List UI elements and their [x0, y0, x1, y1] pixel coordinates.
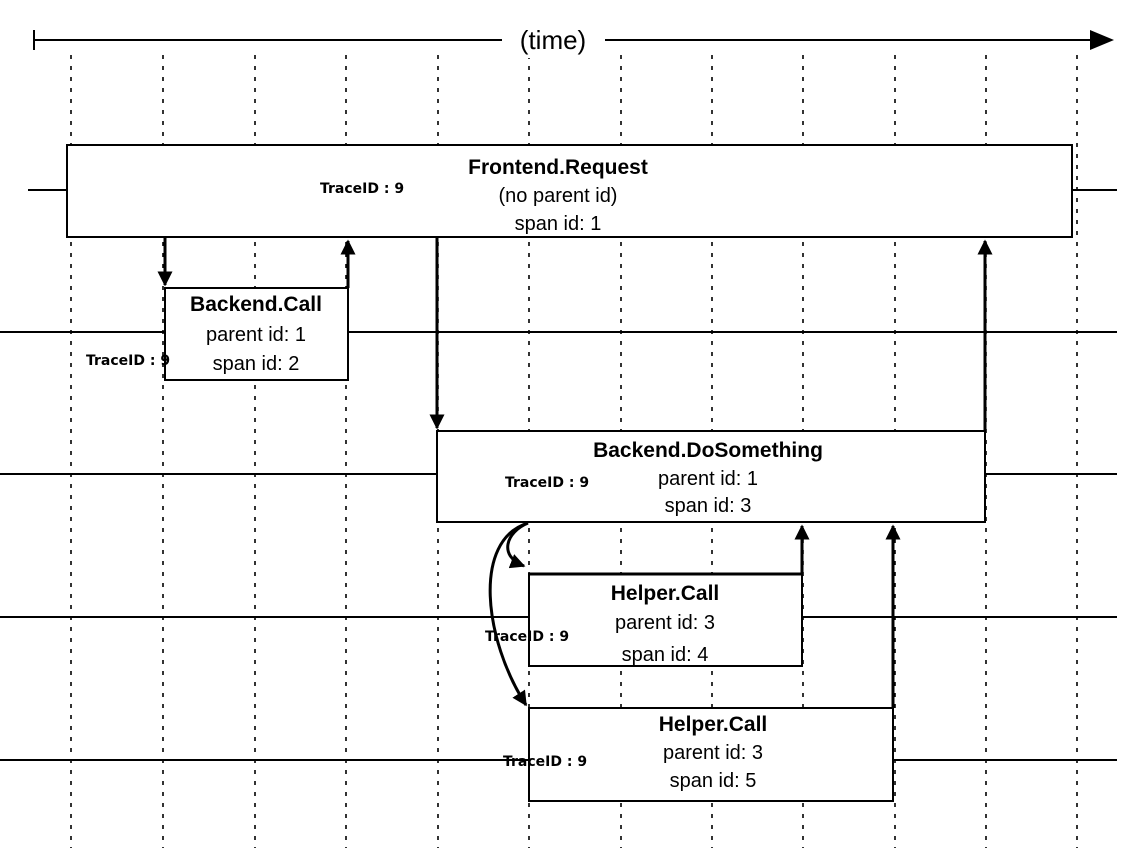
span-span-id: span id: 4 — [622, 644, 709, 666]
span-parent-id: (no parent id) — [499, 185, 618, 207]
span-helper-call-5: Helper.Call parent id: 3 span id: 5 Trac… — [503, 707, 894, 802]
span-trace-id: TraceID : 9 — [320, 181, 404, 197]
span-helper-call-4: Helper.Call parent id: 3 span id: 4 Trac… — [485, 573, 803, 667]
span-name: Backend.DoSomething — [593, 439, 823, 462]
span-name: Helper.Call — [659, 713, 768, 736]
span-span-id: span id: 5 — [670, 770, 757, 792]
span-box — [164, 287, 349, 381]
span-name: Backend.Call — [190, 293, 322, 316]
span-box — [436, 430, 986, 523]
span-parent-id: parent id: 3 — [615, 612, 715, 634]
span-trace-id: TraceID : 9 — [503, 754, 587, 770]
span-span-id: span id: 1 — [515, 213, 602, 235]
call-arrow-dosomething-to-helper-4 — [506, 521, 529, 569]
span-frontend-request: Frontend.Request (no parent id) span id:… — [66, 144, 1073, 238]
span-trace-id: TraceID : 9 — [485, 629, 569, 645]
time-axis-label: (time) — [520, 25, 586, 55]
span-trace-id: TraceID : 9 — [86, 353, 170, 369]
span-span-id: span id: 3 — [665, 495, 752, 517]
span-parent-id: parent id: 1 — [658, 468, 758, 490]
span-span-id: span id: 2 — [213, 353, 300, 375]
return-arrow-helper-4-to-dosomething — [529, 524, 810, 576]
call-arrows — [157, 238, 993, 708]
call-arrow-dosomething-to-helper-5 — [488, 521, 529, 707]
span-parent-id: parent id: 1 — [206, 324, 306, 346]
span-box — [528, 573, 803, 667]
span-trace-id: TraceID : 9 — [505, 475, 589, 491]
time-axis: (time) — [33, 18, 1114, 58]
span-box — [66, 144, 1073, 238]
span-backend-call: Backend.Call parent id: 1 span id: 2 Tra… — [86, 287, 349, 381]
span-box — [528, 707, 894, 802]
span-parent-id: parent id: 3 — [663, 742, 763, 764]
span-name: Frontend.Request — [468, 156, 648, 179]
span-name: Helper.Call — [611, 582, 720, 605]
span-backend-dosomething: Backend.DoSomething parent id: 1 span id… — [436, 430, 986, 523]
